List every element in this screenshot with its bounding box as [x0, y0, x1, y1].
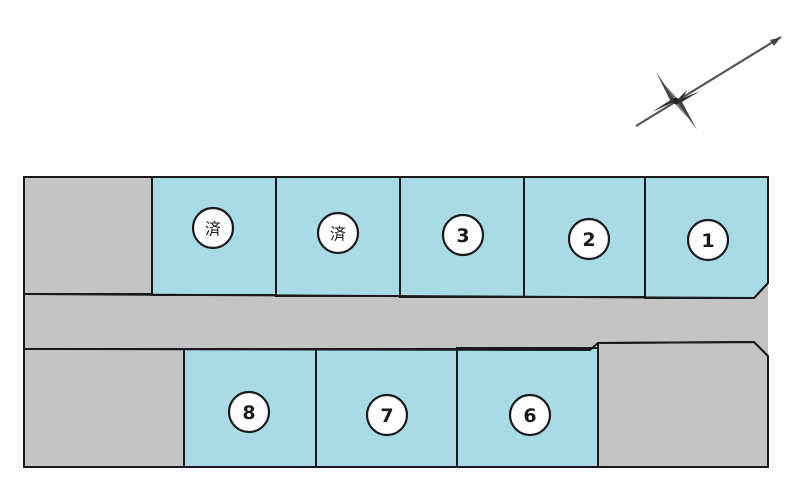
- lot-badge-3: 3: [441, 213, 485, 257]
- lot-label: 2: [582, 229, 595, 251]
- parcel-other-bottom-right: [597, 340, 769, 468]
- lot-badge-1: 1: [686, 218, 730, 262]
- lot-6[interactable]: [456, 347, 599, 468]
- lot-label: 済: [330, 225, 346, 244]
- lot-label: 6: [523, 405, 536, 427]
- lot-badge-8: 8: [227, 390, 271, 434]
- lot-badge-7: 7: [365, 393, 409, 437]
- road-edge-bottom: [23, 340, 769, 357]
- lot-label: 3: [456, 225, 469, 247]
- compass-rose-icon: [635, 36, 782, 130]
- lot-label: 済: [205, 220, 221, 239]
- lot-label: 7: [380, 405, 393, 427]
- lot-badge-sold-b: 済: [316, 211, 360, 255]
- road: [24, 283, 768, 356]
- lot-label: 1: [701, 230, 714, 252]
- lot-label: 8: [242, 402, 255, 424]
- lot-badge-sold-a: 済: [191, 206, 235, 250]
- parcel-other-top-left: [23, 176, 153, 295]
- parcel-other-bottom-left: [23, 348, 185, 468]
- lot-badge-6: 6: [508, 393, 552, 437]
- road-edge-top: [23, 282, 769, 300]
- lot-badge-2: 2: [567, 217, 611, 261]
